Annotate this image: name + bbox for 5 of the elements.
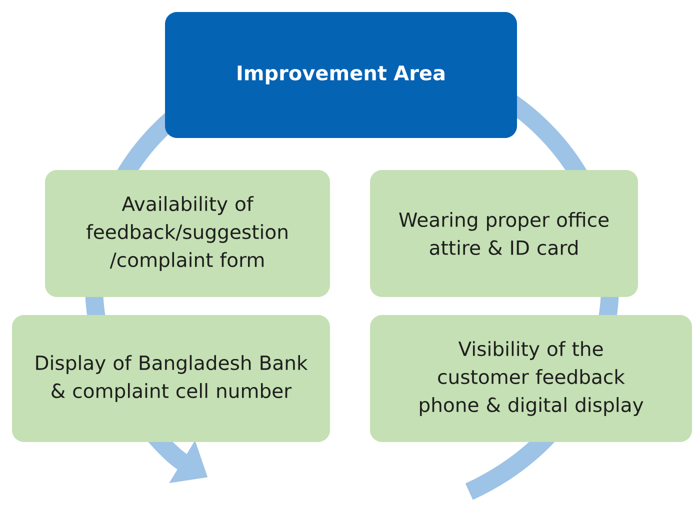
item-box: Visibility of the customer feedback phone & digital display (370, 315, 692, 442)
item-box: Wearing proper office attire & ID card (370, 170, 638, 297)
item-box: Display of Bangladesh Bank & complaint cell number (12, 315, 330, 442)
item-box: Availability of feedback/suggestion /complaint form (45, 170, 330, 297)
title-box: Improvement Area (165, 12, 517, 138)
